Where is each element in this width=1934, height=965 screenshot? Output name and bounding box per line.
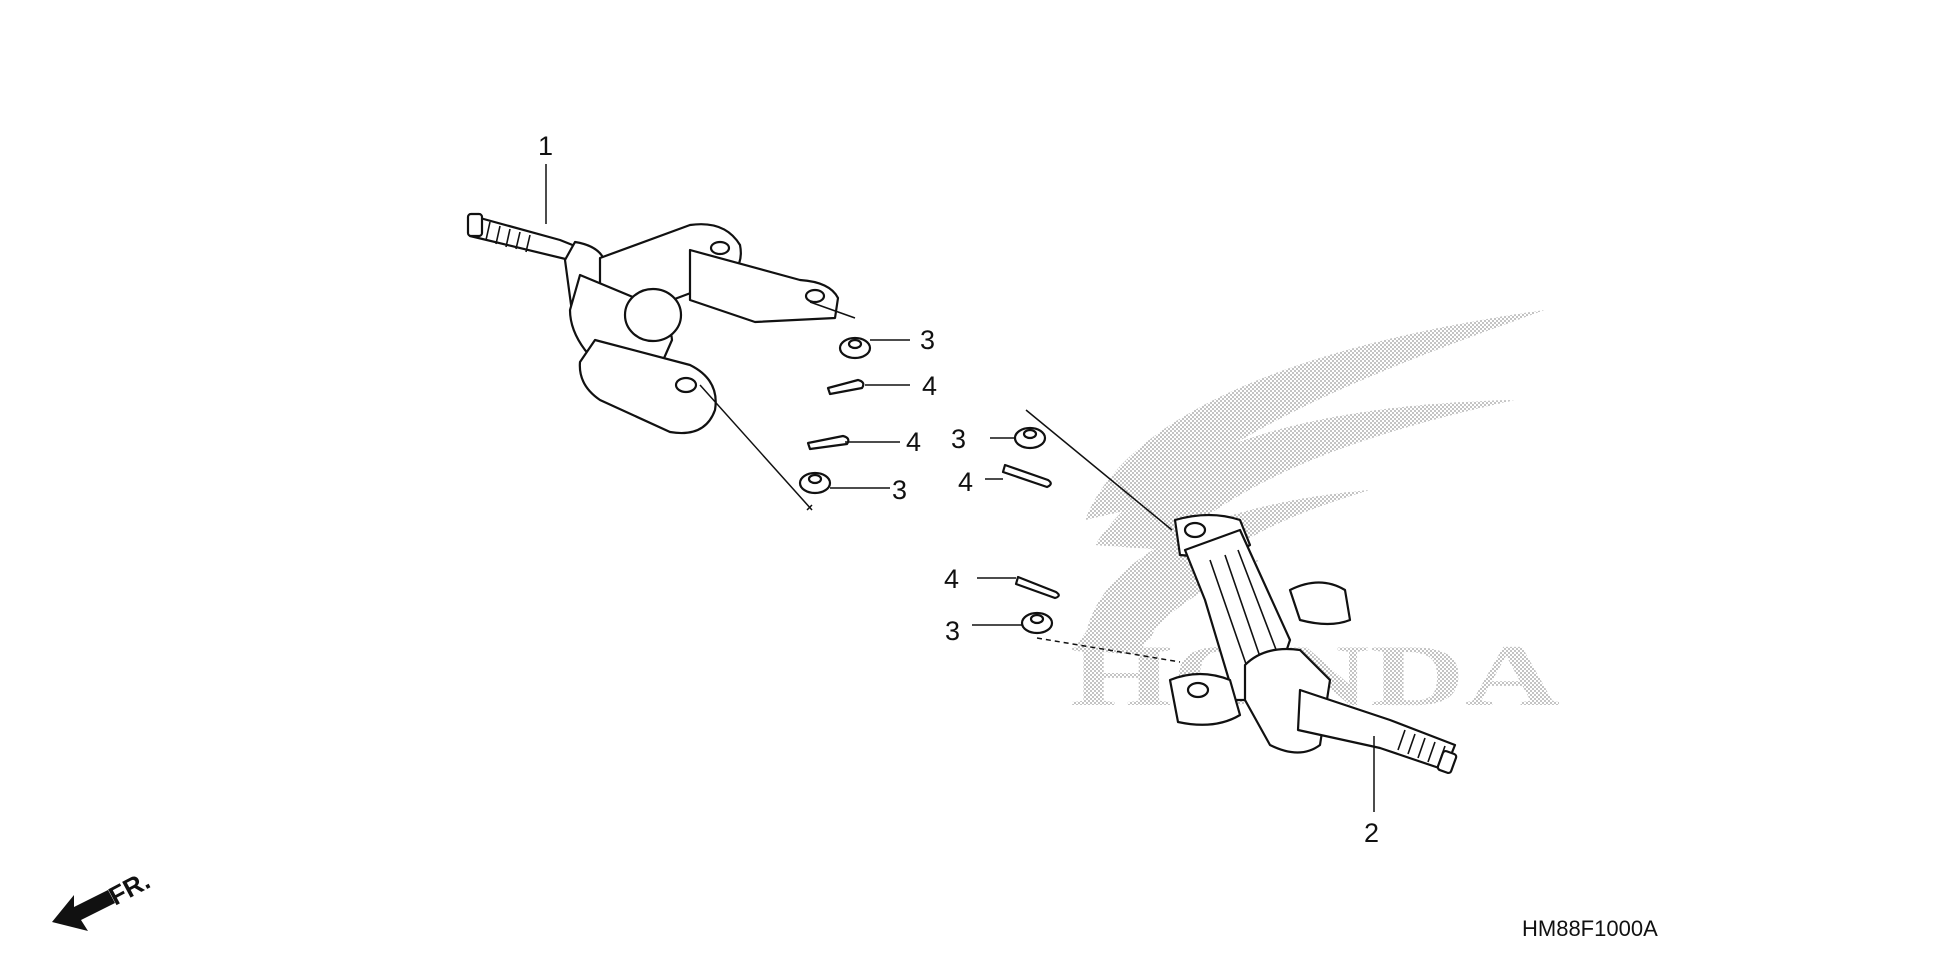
front-direction-arrow: FR. [52,865,155,931]
diagram-code: HM88F1000A [1522,916,1658,941]
callout-number: 3 [951,424,966,454]
assembly-line [699,384,813,511]
castle-nut [1013,426,1047,450]
assembly-line [809,301,856,319]
honda-wing-logo: HONDA [1070,310,1560,725]
callout-number: 2 [1364,818,1379,848]
callout-number: 4 [922,371,937,401]
callout-number: 3 [920,325,935,355]
castle-nut [798,471,832,495]
cotter-pin [1014,575,1060,600]
steering-knuckle-right [1168,513,1458,775]
callout-number: 4 [958,467,973,497]
callout-number: 3 [892,475,907,505]
assembly-line [806,504,813,511]
cotter-pin [826,378,865,396]
cotter-pin [1001,463,1052,489]
callout-number: 4 [944,564,959,594]
callout-number: 3 [945,616,960,646]
assembly-line [1025,409,1173,531]
castle-nut [838,336,872,360]
callout-number: 1 [538,131,553,161]
cotter-pin [806,434,850,451]
castle-nut [1020,611,1054,635]
assembly-line [1036,637,1181,663]
steering-knuckle-left [466,212,840,435]
callout-number: 4 [906,427,921,457]
